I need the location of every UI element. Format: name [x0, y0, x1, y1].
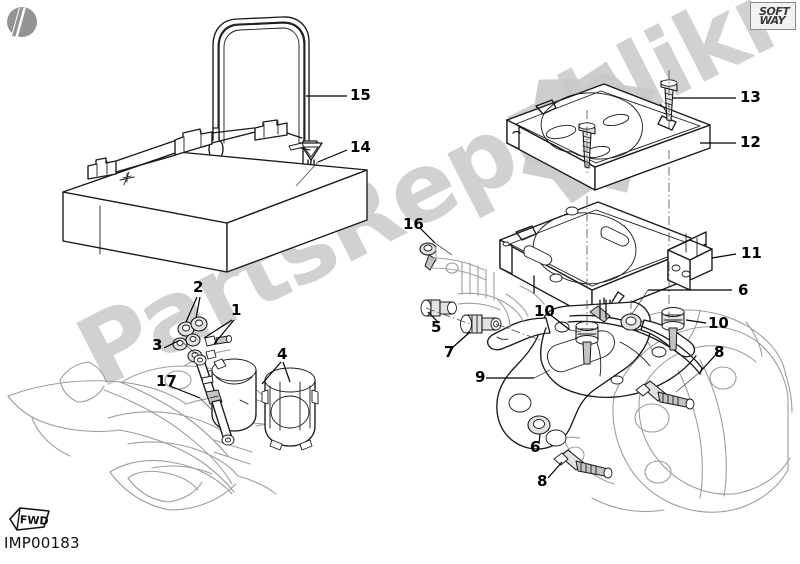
callout-7: 7 [444, 343, 455, 361]
soft-way-logo: SOFT WAY [750, 2, 796, 30]
fwd-direction-marker: FWD [8, 505, 52, 533]
circle-slash-logo [6, 6, 38, 38]
callout-6-upper: 6 [738, 281, 749, 299]
callout-14: 14 [350, 138, 371, 156]
callout-13: 13 [740, 88, 761, 106]
callout-15: 15 [350, 86, 371, 104]
callout-10-right: 10 [708, 314, 729, 332]
callout-10-center: 10 [534, 302, 555, 320]
callout-8-upper: 8 [714, 343, 725, 361]
callout-17: 17 [156, 372, 177, 390]
callout-16: 16 [403, 215, 424, 233]
reference-code: IMP00183 [4, 534, 80, 552]
callout-2: 2 [193, 278, 204, 296]
callout-8-lower: 8 [537, 472, 548, 490]
callout-12: 12 [740, 133, 761, 151]
soft-way-logo-line2: WAY [757, 14, 787, 27]
callout-11: 11 [741, 244, 762, 262]
svg-text:FWD: FWD [19, 513, 48, 527]
callout-5: 5 [431, 318, 442, 336]
callout-9: 9 [475, 368, 486, 386]
callout-6-lower: 6 [530, 438, 541, 456]
callout-4: 4 [277, 345, 288, 363]
callout-1: 1 [231, 301, 242, 319]
callout-3: 3 [152, 336, 163, 354]
